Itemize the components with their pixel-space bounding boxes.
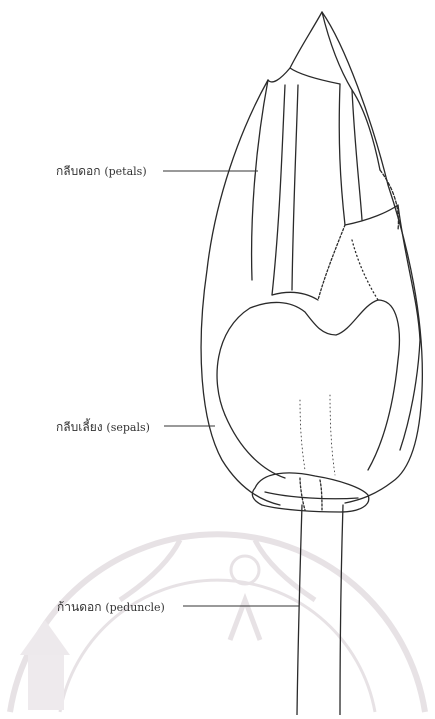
label-petals-english: (petals) [104,165,146,178]
peduncle-stalk [297,505,302,715]
label-peduncle: ก้านดอก (peduncle) [57,598,165,617]
label-peduncle-thai: ก้านดอก [57,600,101,614]
label-sepals: กลีบเลี้ยง (sepals) [56,418,150,437]
label-sepals-english: (sepals) [106,421,150,434]
university-watermark [10,534,425,712]
label-sepals-thai: กลีบเลี้ยง [56,420,103,434]
peduncle-stalk-edge [340,505,343,715]
label-petals-thai: กลีบดอก [56,164,101,178]
front-petal [217,300,399,470]
sepal-left [201,80,280,505]
label-peduncle-english: (peduncle) [105,601,165,614]
label-petals: กลีบดอก (petals) [56,162,147,181]
sepal-right [398,205,420,450]
